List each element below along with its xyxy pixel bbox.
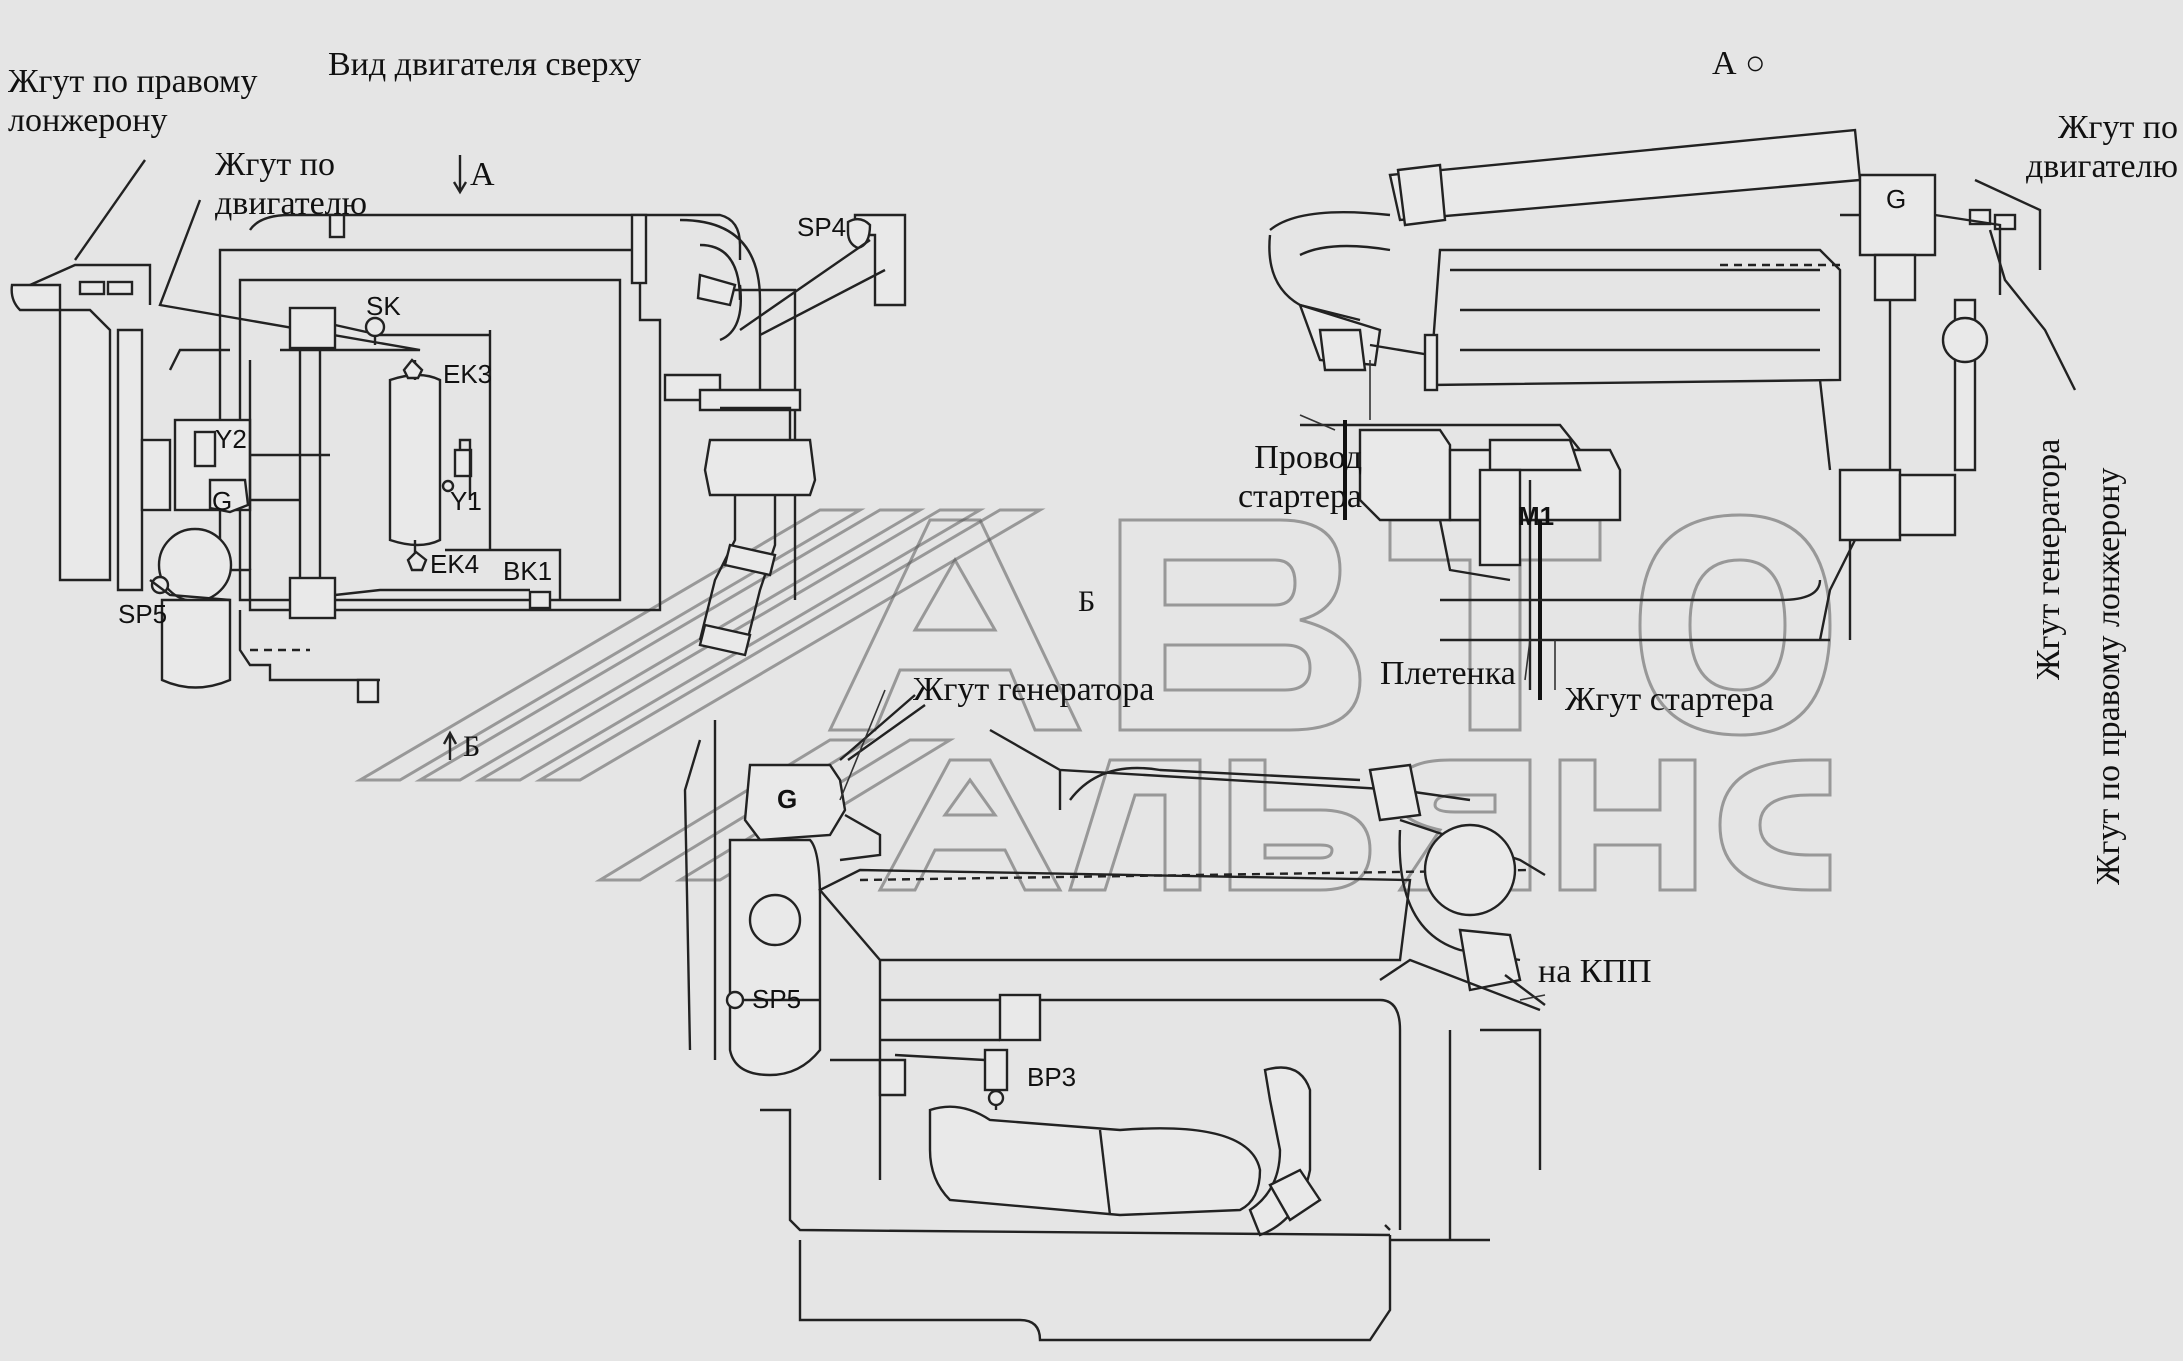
bk1-label: BK1 [503, 556, 553, 586]
generator-harness-vertical-label: Жгут генератора [2030, 438, 2067, 680]
leader-lines [839, 360, 1556, 1001]
top-view-title: Вид двигателя сверху [328, 46, 642, 83]
sp5-bottom-label: SP5 [752, 984, 802, 1014]
starter-harness-label: Жгут стартера [1565, 681, 1774, 718]
generator-harness-label: Жгут генератора [913, 671, 1155, 708]
g-bottom-label: G [777, 784, 798, 814]
ek3-label: EK3 [443, 359, 493, 389]
starter-wire-label: Провод стартера [1237, 439, 1362, 516]
arrow-b-label: Б [463, 730, 481, 763]
harness-engine-left-label: Жгут по двигателю [215, 146, 368, 223]
view-b-label: Б [1078, 585, 1096, 618]
arrow-a-label: А [470, 156, 495, 193]
y1-label: Y1 [450, 486, 482, 516]
engine-top-view [10, 155, 907, 760]
ek4-label: EK4 [430, 549, 480, 579]
engine-view-b [683, 694, 1546, 1342]
bp3-label: BP3 [1027, 1062, 1077, 1092]
g-left-label: G [212, 486, 233, 516]
right-rail-vertical-label: Жгут по правому лонжерону [2090, 467, 2127, 885]
sp5-left-label: SP5 [118, 599, 168, 629]
to-gearbox-label: на КПП [1538, 953, 1652, 990]
braid-label: Плетенка [1380, 655, 1516, 692]
g-right-label: G [1886, 184, 1907, 214]
view-a-label: А ○ [1712, 45, 1766, 82]
harness-right-rail-label: Жгут по правому лонжерону [8, 63, 258, 140]
y2-label: Y2 [215, 424, 247, 454]
m1-label: M1 [1518, 501, 1555, 531]
sp4-label: SP4 [797, 212, 847, 242]
harness-engine-right-label: Жгут по двигателю [2025, 109, 2178, 186]
engine-view-a [1268, 128, 2077, 700]
sk-label: SK [366, 291, 401, 321]
